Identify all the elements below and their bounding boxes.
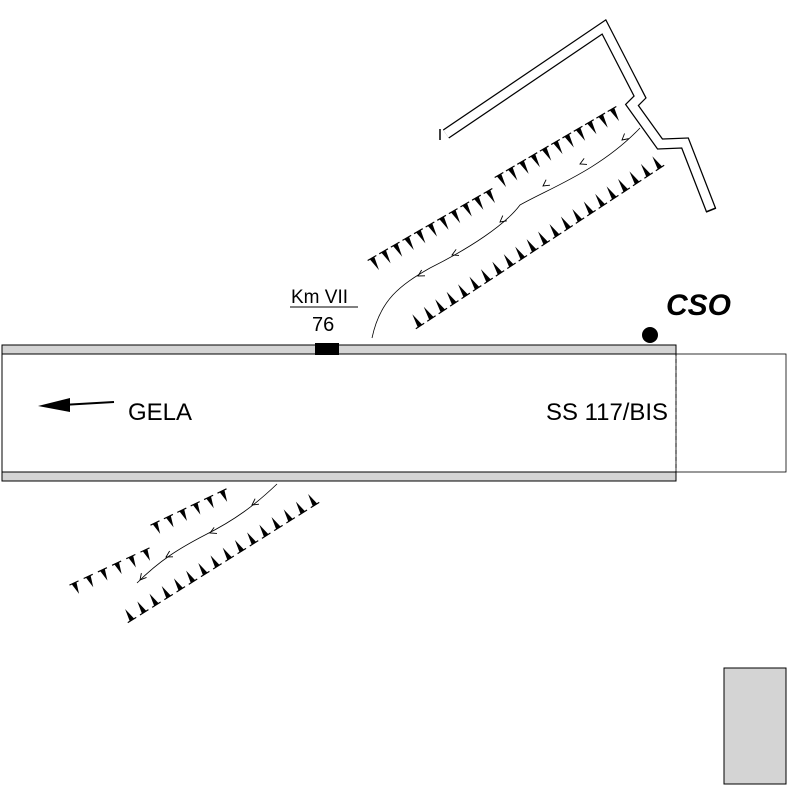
flow-arrowhead xyxy=(499,215,507,223)
road-edge-bottom xyxy=(1,471,677,482)
site-label: CSO xyxy=(666,289,731,322)
gray-box xyxy=(723,667,787,785)
km-label-bottom: 76 xyxy=(312,314,334,336)
slope-lower-right xyxy=(125,493,320,624)
flow-arrows xyxy=(139,133,629,581)
road-extension xyxy=(675,353,787,473)
flow-arrowhead xyxy=(417,269,426,277)
km-label-top: Km VII xyxy=(291,287,348,308)
wall-outline xyxy=(439,18,717,213)
flow-arrowhead xyxy=(621,133,629,141)
direction-label: GELA xyxy=(128,399,192,426)
slope-upper-right xyxy=(412,156,665,330)
drainage-line-upper xyxy=(371,127,641,339)
slope-lower-left-a xyxy=(69,547,151,594)
flow-arrowhead xyxy=(209,527,218,534)
flow-arrowhead xyxy=(451,249,460,256)
flow-arrowhead xyxy=(579,158,588,165)
arrow-left-icon xyxy=(38,398,115,412)
dot-icon xyxy=(642,327,658,343)
slope-lower-left-b xyxy=(150,488,228,534)
km-post-icon xyxy=(315,343,339,355)
flow-arrowhead xyxy=(251,498,260,506)
drainage-line-lower xyxy=(136,483,278,584)
flow-arrowhead xyxy=(165,550,174,558)
flow-arrowhead xyxy=(542,179,551,187)
road-label: SS 117/BIS xyxy=(546,399,668,426)
slope-hachures xyxy=(69,105,665,624)
slope-upper-left-a xyxy=(367,187,496,271)
slope-upper-left-b xyxy=(494,105,620,188)
